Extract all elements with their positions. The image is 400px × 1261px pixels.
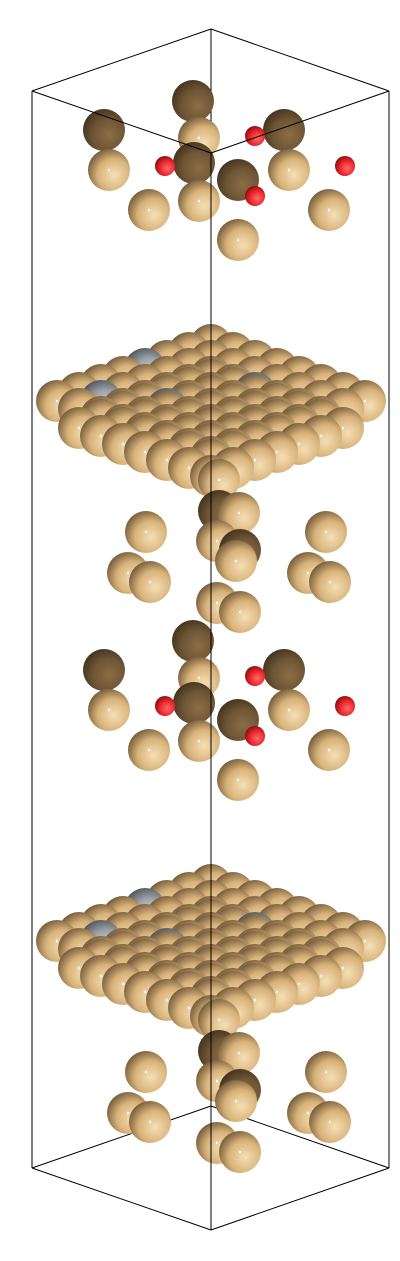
atom-highlight [126, 1111, 130, 1115]
atom-highlight [324, 1070, 328, 1074]
metal-atom [172, 80, 214, 122]
cell-edge [31, 90, 212, 154]
atom-highlight [306, 1111, 310, 1115]
atom-highlight [144, 530, 148, 534]
atom-highlight [187, 466, 191, 470]
atom-highlight [363, 399, 367, 403]
atom-highlight [77, 966, 81, 970]
atom-highlight [234, 1099, 238, 1103]
atom-highlight [126, 571, 130, 575]
metal-atom [83, 109, 125, 151]
atom-highlight [121, 442, 125, 446]
atom-highlight [238, 610, 242, 614]
atom-highlight [121, 982, 125, 986]
atom-highlight [236, 778, 240, 782]
atom-highlight [99, 434, 103, 438]
atom-highlight [238, 1150, 242, 1154]
atom-highlight [306, 571, 310, 575]
atom-highlight [327, 748, 331, 752]
cell-edge [31, 1105, 212, 1169]
atom-highlight [148, 580, 152, 584]
atom-highlight [215, 1079, 219, 1083]
oxygen-atom [245, 666, 265, 686]
atom-highlight [236, 238, 240, 242]
atom-highlight [107, 168, 111, 172]
atom-highlight [328, 1120, 332, 1124]
atom-highlight [165, 458, 169, 462]
atom-highlight [217, 1018, 221, 1022]
atom-highlight [99, 974, 103, 978]
unit-cell-front-edges [31, 28, 390, 1231]
atom-highlight [253, 458, 257, 462]
cell-edge [210, 1167, 390, 1231]
atom-highlight [143, 450, 147, 454]
atom-highlight [237, 1051, 241, 1055]
atom-highlight [215, 1141, 219, 1145]
metal-atom [263, 109, 305, 151]
oxygen-atom [155, 156, 175, 176]
atom-highlight [275, 450, 279, 454]
atom-highlight [197, 739, 201, 743]
atom-highlight [324, 530, 328, 534]
atom-highlight [328, 580, 332, 584]
atom-highlight [165, 998, 169, 1002]
atom-highlight [55, 399, 59, 403]
atom-highlight [107, 708, 111, 712]
metal-atom [263, 649, 305, 691]
atom-highlight [287, 168, 291, 172]
atom-highlight [297, 442, 301, 446]
oxygen-atom [335, 156, 355, 176]
oxygen-atom [245, 726, 265, 746]
atom-highlight [319, 434, 323, 438]
oxygen-atom [335, 696, 355, 716]
atom-highlight [217, 478, 221, 482]
metal-atom [172, 620, 214, 662]
atom-highlight [147, 208, 151, 212]
atom-highlight [234, 559, 238, 563]
oxygen-atom [155, 696, 175, 716]
metal-atom [173, 682, 215, 724]
atom-highlight [253, 998, 257, 1002]
oxygen-atom [245, 186, 265, 206]
atoms-layer [36, 80, 386, 1173]
atom-highlight [327, 208, 331, 212]
atom-highlight [147, 748, 151, 752]
atom-highlight [215, 601, 219, 605]
cell-edge [210, 28, 390, 92]
oxygen-atom [245, 126, 265, 146]
atom-highlight [341, 426, 345, 430]
atom-highlight [287, 708, 291, 712]
atom-highlight [143, 990, 147, 994]
metal-atom [83, 649, 125, 691]
atom-highlight [197, 676, 201, 680]
atom-highlight [197, 199, 201, 203]
metal-atom [173, 142, 215, 184]
atom-highlight [77, 426, 81, 430]
atom-highlight [319, 974, 323, 978]
atom-highlight [297, 982, 301, 986]
atom-highlight [144, 1070, 148, 1074]
cell-edge [31, 28, 212, 92]
atom-highlight [148, 1120, 152, 1124]
atom-highlight [363, 939, 367, 943]
atom-highlight [55, 939, 59, 943]
atom-highlight [275, 990, 279, 994]
atom-highlight [187, 1006, 191, 1010]
cell-edge [31, 1167, 212, 1231]
atom-highlight [237, 511, 241, 515]
atom-highlight [197, 136, 201, 140]
atom-highlight [341, 966, 345, 970]
cell-edge [210, 90, 390, 154]
atom-highlight [215, 539, 219, 543]
